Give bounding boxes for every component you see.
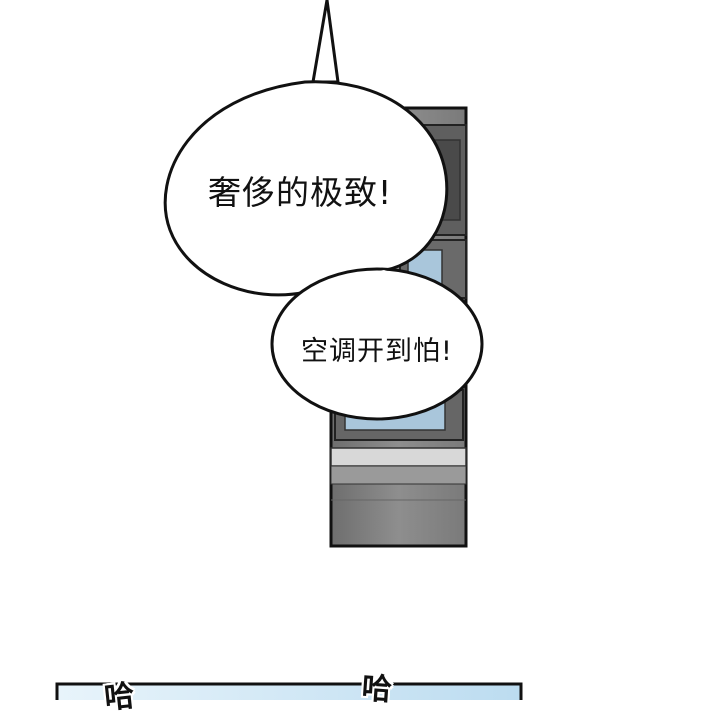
bubble-text-lower: 空调开到怕! [301, 336, 453, 367]
comic-scene [55, 0, 523, 700]
bottom-panel [55, 682, 523, 700]
bubble-tail [311, 0, 340, 84]
sound-effect-left: 哈 [102, 678, 137, 717]
speech-bubble-lower [270, 267, 484, 421]
sound-effect-right: 哈 [360, 670, 393, 708]
bubble-text-upper: 奢侈的极致! [208, 173, 393, 212]
